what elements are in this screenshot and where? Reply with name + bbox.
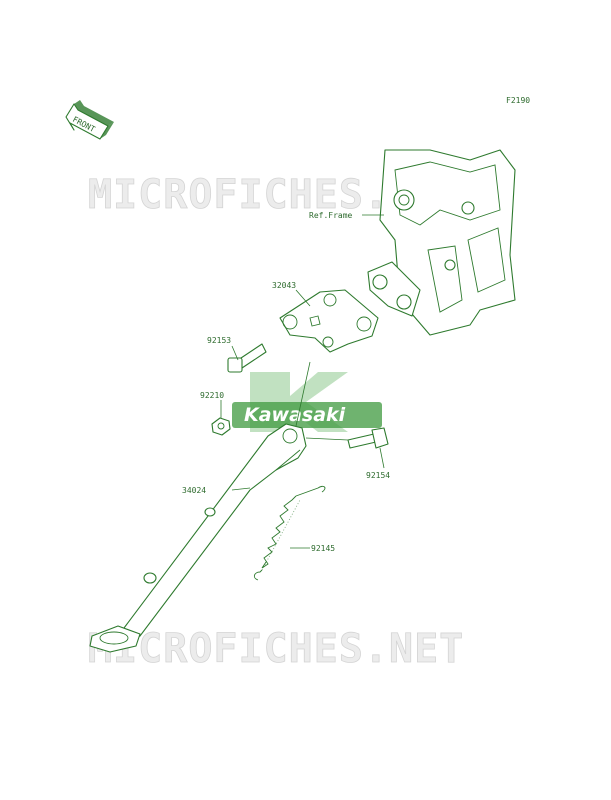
label-bolt-upper: 92153 — [207, 336, 231, 345]
label-ref-frame: Ref.Frame — [309, 211, 353, 220]
label-nut: 92210 — [200, 391, 224, 400]
spring — [253, 485, 326, 581]
figure-code: F2190 — [506, 96, 530, 105]
label-bracket: 32043 — [272, 281, 296, 290]
frame-reference — [367, 149, 516, 336]
front-arrow-icon: FRONT — [65, 100, 114, 140]
side-stand — [89, 423, 307, 653]
label-bolt-pivot: 92154 — [366, 471, 390, 480]
nut — [211, 417, 231, 436]
label-side-stand: 34024 — [182, 486, 206, 495]
stand-bracket — [279, 289, 379, 353]
bolt-upper — [227, 343, 267, 373]
kawasaki-logo: Kawasaki — [232, 372, 382, 432]
bolt-pivot — [347, 427, 389, 449]
label-spring: 92145 — [311, 544, 335, 553]
watermark-bottom: MICROFICHES.NET — [88, 626, 464, 672]
kawasaki-logo-text: Kawasaki — [244, 404, 346, 426]
